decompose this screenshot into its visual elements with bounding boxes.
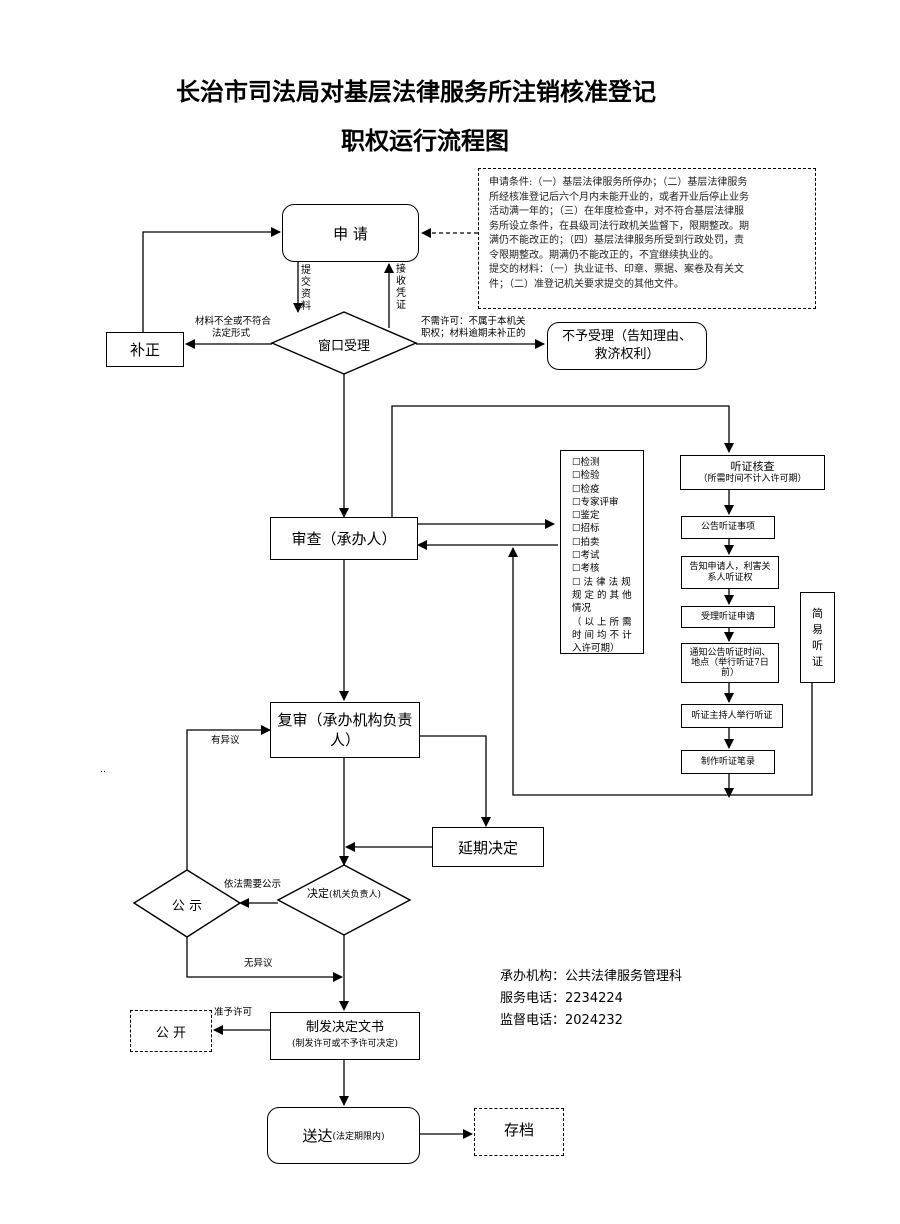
checklist-item: ☐检疫 — [572, 483, 600, 495]
hearing-step-record: 制作听证笔录 — [681, 750, 775, 774]
page-title-line2: 职权运行流程图 — [341, 127, 509, 155]
apply-node: 申 请 — [282, 204, 419, 262]
submit-label: 提交资料 — [301, 265, 311, 312]
checklist-item: ☐鉴定 — [572, 510, 600, 522]
issue-node: 制发决定文书 (制发许可或不予许可决定) — [270, 1012, 420, 1060]
contact-phone: 服务电话：2234224 — [500, 991, 623, 1006]
condition-line: 满仍不能改正的；（四）基层法律服务所受到行政处罚，责 — [489, 235, 744, 246]
hearing-title-note: （所需时间不计入许可期） — [698, 473, 807, 484]
deliver-main: 送达 — [302, 1127, 333, 1145]
checklist-item: 时 间 均 不 计 — [572, 629, 632, 641]
condition-line: 务所设立条件，在县级司法行政机关监督下，限期整改。期 — [489, 220, 749, 232]
deliver-node: 送达(法定期限内) — [267, 1107, 420, 1164]
no-permit-label-1: 不需许可：不属于本机关 — [421, 316, 526, 327]
checklist-item: 入许可期） — [572, 643, 620, 655]
no-permit-label-2: 职权；材料逾期未补正的 — [421, 328, 526, 339]
simple-hearing-label: 简易听证 — [812, 606, 823, 668]
checklist-item: ☐招标 — [572, 523, 600, 535]
decision-main: 决定 — [306, 887, 329, 900]
hearing-title: 听证核查 — [730, 459, 775, 473]
checklist-item: ☐ 法 律 法 规 — [572, 576, 631, 588]
hearing-step-notify-time: 通知公告听证时间、地点（举行听证7日前） — [681, 643, 779, 683]
incomplete-label-1: 材料不全或不符合 — [195, 316, 272, 327]
checklist-item: 情况 — [572, 603, 592, 615]
simple-hearing-node: 简易听证 — [800, 592, 835, 683]
receipt-label: 接收凭证 — [396, 264, 406, 311]
review-node: 审查（承办人） — [270, 517, 418, 560]
checklist-item: ☐专家评审 — [572, 496, 619, 508]
hearing-step-accept: 受理听证申请 — [681, 606, 775, 628]
checklist-item: ☐检测 — [572, 457, 600, 468]
checklist-box — [560, 450, 644, 654]
contact-org: 承办机构：公共法律服务管理科 — [500, 969, 683, 984]
recheck-node: 复审（承办机构负责人） — [270, 702, 420, 758]
window-label: 窗口受理 — [317, 339, 370, 354]
decision-diamond — [276, 864, 412, 936]
publicity-label: 公 示 — [171, 899, 203, 914]
reject-node: 不予受理（告知理由、救济权利） — [547, 322, 707, 370]
condition-line: 提交的材料：（一）执业证书、印章、票据、案卷及有关文 — [489, 264, 744, 275]
condition-line: 令限期整改。期满仍不能改正的，不宜继续执业的。 — [489, 249, 719, 261]
open-node: 公 开 — [130, 1010, 212, 1052]
decision-label: 决定(机关负责人) — [306, 885, 382, 902]
checklist-item: ☐拍卖 — [572, 536, 600, 548]
issue-main: 制发决定文书 — [305, 1020, 384, 1035]
conditions-box — [478, 168, 816, 309]
contact-supervise: 监督电话：2024232 — [500, 1013, 623, 1028]
checklist-item: ☐考核 — [572, 563, 600, 575]
condition-line: 所经核准登记后六个月内未能开业的，或者开业后停止业务 — [489, 191, 749, 203]
checklist-item: 规 定 的 其 他 — [572, 589, 632, 601]
objection-label: 有异议 — [211, 735, 240, 746]
checklist-item: （ 以 上 所 需 — [572, 616, 632, 628]
checklist-item: ☐检验 — [572, 470, 600, 482]
supplement-node: 补正 — [106, 332, 184, 367]
no-objection-label: 无异议 — [244, 958, 273, 969]
condition-line: 申请条件:（一）基层法律服务所停办；（二）基层法律服务 — [489, 177, 748, 188]
condition-line: 活动满一年的；（三）在年度检查中，对不符合基层法律服 — [489, 206, 744, 217]
decision-sub: (机关负责人) — [328, 890, 382, 900]
deliver-sub: (法定期限内) — [332, 1132, 385, 1142]
hearing-header-node: 听证核查 （所需时间不计入许可期） — [680, 455, 825, 490]
hearing-step-announce: 公告听证事项 — [681, 516, 775, 539]
page-title-line1: 长治市司法局对基层法律服务所注销核准登记 — [176, 78, 656, 106]
checklist-items: ☐检测 ☐检验 ☐检疫 ☐专家评审 ☐鉴定 ☐招标 ☐拍卖 ☐考试 ☐考核 ☐ … — [572, 456, 642, 655]
incomplete-label-2: 法定形式 — [212, 328, 251, 339]
grant-label: 准予许可 — [214, 1007, 253, 1018]
window-diamond — [270, 311, 418, 375]
delay-node: 延期决定 — [432, 827, 544, 867]
publicity-diamond — [132, 869, 242, 938]
conditions-text: 申请条件:（一）基层法律服务所停办；（二）基层法律服务 所经核准登记后六个月内未… — [489, 176, 811, 292]
checklist-item: ☐考试 — [572, 550, 600, 562]
archive-node: 存档 — [474, 1108, 564, 1156]
hearing-step-hold: 听证主持人举行听证 — [681, 704, 783, 728]
issue-sub: (制发许可或不予许可决定) — [291, 1039, 399, 1049]
need-publicity-label: 依法需要公示 — [224, 879, 282, 890]
stray-mark: .. — [100, 764, 107, 775]
hearing-step-notify-right: 告知申请人，利害关系人听证权 — [681, 556, 779, 589]
condition-line: 件；（二）准登记机关要求提交的其他文件。 — [489, 278, 684, 290]
